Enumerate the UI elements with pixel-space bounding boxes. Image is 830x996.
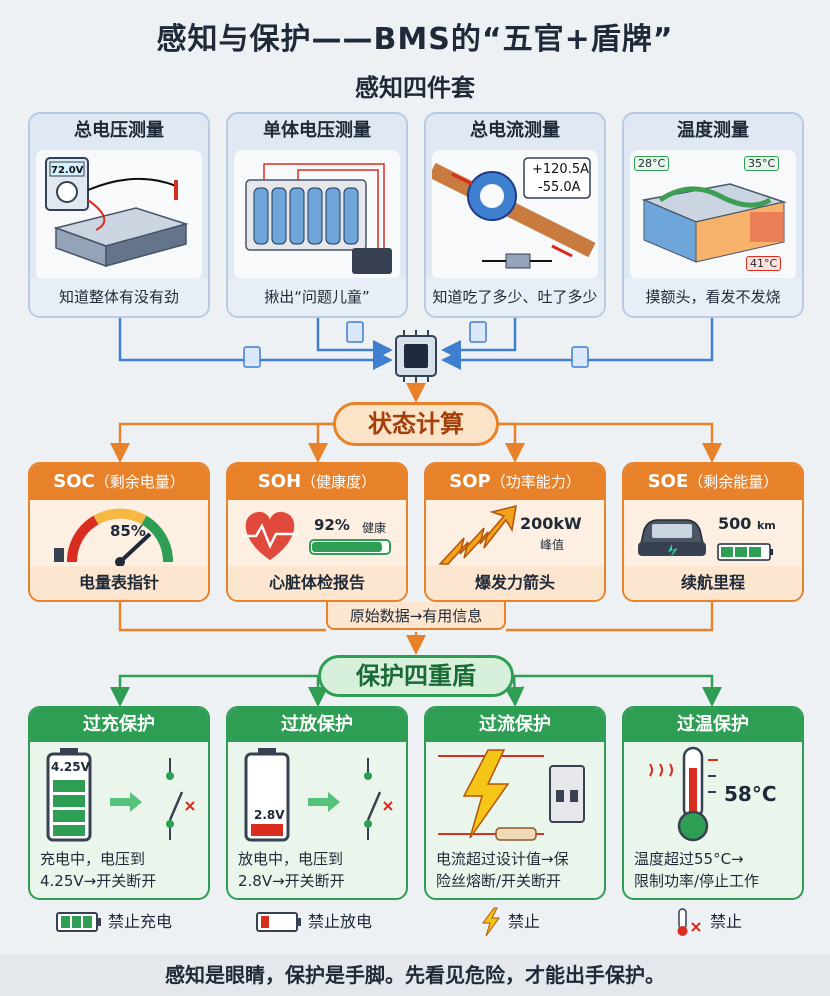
overcharge-reading: 4.25V bbox=[51, 760, 90, 774]
chip-icon bbox=[395, 330, 437, 382]
soe-value: 500 bbox=[718, 514, 752, 533]
state-card-soc: SOC（剩余电量） 85% 电量表指针 bbox=[28, 462, 210, 602]
temperature-reading-hot: 41°C bbox=[746, 256, 782, 271]
state-name: （剩余电量） bbox=[94, 473, 185, 491]
card-caption: 电量表指针 bbox=[30, 566, 208, 600]
desc-line-2: 4.25V→开关断开 bbox=[40, 872, 157, 890]
protect-card-overdischarge: 过放保护 2.8V 放电中，电压到 2.8V→开关断开 bbox=[226, 706, 408, 900]
soh-bar-fill bbox=[312, 542, 382, 552]
desc-line-2: 2.8V→开关断开 bbox=[238, 872, 345, 890]
current-reading-negative: -55.0A bbox=[538, 180, 581, 195]
card-title: 过流保护 bbox=[426, 708, 604, 742]
state-abbr: SOC bbox=[53, 471, 95, 492]
sense-card-total-current: 总电流测量 +120.5A -55.0A 知道吃了多少、吐了多少 bbox=[424, 112, 606, 318]
state-card-soh: SOH（健康度） 92% 健康 心脏体检报告 bbox=[226, 462, 408, 602]
voltmeter-icon bbox=[45, 157, 189, 268]
power-arrow-icon bbox=[438, 504, 517, 565]
badge-label: 禁止 bbox=[710, 912, 743, 931]
card-caption: 知道吃了多少、吐了多少 bbox=[426, 278, 604, 316]
overdischarge-reading: 2.8V bbox=[254, 808, 285, 822]
protect-card-overtemperature: 过温保护 58°C 温度超过55°C→ 限制功率/停止工作 bbox=[622, 706, 804, 900]
voltage-reading: 72.0V bbox=[51, 165, 84, 176]
card-title: 过充保护 bbox=[30, 708, 208, 742]
desc-line-1: 温度超过55°C→ bbox=[634, 850, 744, 868]
current-sensor-icon bbox=[428, 157, 596, 269]
card-title: 温度测量 bbox=[677, 120, 749, 141]
state-card-soe: SOE（剩余能量） 500 km 续航里程 bbox=[622, 462, 804, 602]
badge-no-charge: 禁止充电 bbox=[56, 906, 172, 938]
state-abbr: SOP bbox=[449, 471, 491, 492]
sop-label: 峰值 bbox=[540, 538, 565, 552]
sense-card-total-voltage: 总电压测量 72.0V 知道整体有没有劲 bbox=[28, 112, 210, 318]
card-caption: 揪出“问题儿童” bbox=[228, 278, 406, 316]
card-title: 单体电压测量 bbox=[263, 120, 371, 141]
state-abbr: SOE bbox=[647, 471, 689, 492]
state-abbr: SOH bbox=[257, 471, 302, 492]
protect-card-overcurrent: 过流保护 电流超过设计值→保险丝熔断/开关断开 bbox=[424, 706, 606, 900]
raw-data-banner: 原始数据→有用信息 bbox=[326, 602, 506, 630]
soc-value: 85% bbox=[110, 522, 146, 540]
badge-label: 禁止充电 bbox=[108, 912, 173, 931]
state-name: （剩余能量） bbox=[688, 473, 779, 491]
sense-card-cell-voltage: 单体电压测量 揪出“问题儿童” bbox=[226, 112, 408, 318]
full-battery-icon bbox=[46, 748, 195, 842]
card-caption: 心脏体检报告 bbox=[228, 566, 406, 600]
desc-line-1: 放电中，电压到 bbox=[238, 850, 344, 868]
temperature-reading-warm: 35°C bbox=[744, 156, 780, 171]
car-icon bbox=[638, 519, 773, 561]
soe-unit: km bbox=[756, 519, 776, 532]
heart-icon bbox=[242, 511, 391, 560]
soh-value: 92% bbox=[314, 516, 350, 534]
thermometer-x-icon bbox=[677, 908, 701, 936]
card-title: 总电流测量 bbox=[470, 120, 560, 141]
badge-label: 禁止 bbox=[508, 912, 541, 931]
sop-value: 200kW bbox=[520, 514, 582, 533]
badge-forbid-temperature: 禁止 bbox=[674, 906, 742, 938]
card-title: 总电压测量 bbox=[74, 120, 164, 141]
empty-battery-icon bbox=[256, 912, 301, 932]
desc-line-2: 限制功率/停止工作 bbox=[634, 872, 760, 890]
thermometer-icon bbox=[649, 746, 718, 842]
soh-label: 健康 bbox=[362, 521, 387, 535]
card-caption: 爆发力箭头 bbox=[426, 566, 604, 600]
page-title: 感知与保护——BMS的“五官+盾牌” bbox=[156, 22, 674, 57]
current-reading-positive: +120.5A bbox=[532, 162, 590, 177]
footer-summary: 感知是眼睛，保护是手脚。先看见危险，才能出手保护。 bbox=[0, 954, 830, 996]
desc-line-2: 险丝熔断/开关断开 bbox=[436, 872, 562, 890]
battery-cells-icon bbox=[245, 163, 392, 274]
document-icon bbox=[243, 321, 589, 368]
desc-line-1: 充电中，电压到 bbox=[40, 850, 146, 868]
card-caption: 知道整体有没有劲 bbox=[30, 278, 208, 316]
state-title: 状态计算 bbox=[333, 402, 499, 446]
card-title: 过温保护 bbox=[624, 708, 802, 742]
badge-label: 禁止放电 bbox=[308, 912, 373, 931]
state-card-sop: SOP（功率能力） 200kW 峰值 爆发力箭头 bbox=[424, 462, 606, 602]
temperature-sensor-icon bbox=[641, 183, 787, 263]
protect-title: 保护四重盾 bbox=[318, 655, 514, 697]
gauge-icon bbox=[54, 508, 174, 567]
badge-no-discharge: 禁止放电 bbox=[256, 906, 372, 938]
card-title: 过放保护 bbox=[228, 708, 406, 742]
state-name: （健康度） bbox=[301, 473, 377, 491]
badge-forbid-current: 禁止 bbox=[480, 906, 540, 938]
lightning-icon bbox=[438, 749, 585, 841]
sensing-title: 感知四件套 bbox=[355, 74, 475, 102]
card-caption: 续航里程 bbox=[624, 566, 802, 600]
charging-battery-icon bbox=[56, 912, 101, 932]
state-name: （功率能力） bbox=[490, 473, 581, 491]
low-battery-icon bbox=[244, 748, 393, 842]
sense-card-temperature: 温度测量 28°C 35°C 41°C 摸额头，看发不发烧 bbox=[622, 112, 804, 318]
desc-line-1: 电流超过设计值→保 bbox=[436, 850, 569, 868]
card-caption: 摸额头，看发不发烧 bbox=[624, 278, 802, 316]
protect-card-overcharge: 过充保护 4.25V 充电中，电压到 4.25V→开关断开 bbox=[28, 706, 210, 900]
temperature-reading-cool: 28°C bbox=[634, 156, 670, 171]
lightning-icon bbox=[482, 907, 500, 937]
overtemp-reading: 58°C bbox=[724, 782, 777, 806]
